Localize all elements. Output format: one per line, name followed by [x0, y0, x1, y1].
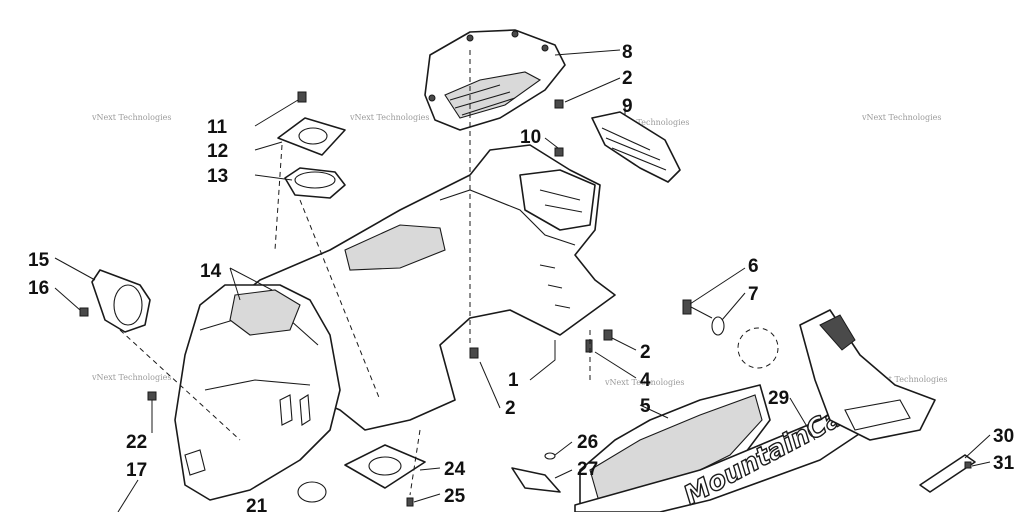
callout-6: 6 — [748, 256, 759, 277]
screw-10 — [554, 147, 564, 157]
right-fender — [799, 309, 936, 441]
part-14-side-panel — [174, 284, 341, 501]
part-6-bolt — [682, 299, 713, 319]
screw-22 — [147, 391, 157, 401]
part-31-screw — [964, 461, 972, 469]
watermark-5: vNext Technologies — [91, 373, 171, 382]
part-7-ghost — [737, 327, 779, 369]
alignment-lines — [119, 50, 591, 496]
watermark-3: vNext Technologies — [609, 118, 689, 127]
part-7-washer — [711, 316, 725, 336]
callout-5: 5 — [640, 396, 651, 417]
screw-2-center — [469, 347, 479, 359]
watermark-7: vNext Technologies — [604, 378, 684, 387]
callouts: 8 2 9 10 11 12 13 14 15 16 22 17 21 24 2… — [28, 42, 1015, 512]
leader-lines — [54, 49, 991, 512]
part-25-screw — [406, 497, 414, 507]
part-5-side-panel — [579, 384, 771, 512]
callout-29: 29 — [768, 388, 789, 409]
part-11-bolt — [297, 91, 307, 103]
part-13-boot — [284, 167, 346, 199]
part-27-bracket — [511, 467, 561, 493]
part-12-plate — [277, 117, 346, 156]
callout-8: 8 — [622, 42, 633, 63]
watermark-1: vNext Technologies — [91, 113, 171, 122]
part-9-vent-grille — [591, 111, 681, 183]
callout-16: 16 — [28, 278, 49, 299]
callout-9: 9 — [622, 96, 633, 117]
part-21-ring — [297, 481, 327, 503]
part-30-plate — [919, 454, 976, 493]
callout-2-top: 2 — [622, 68, 633, 89]
callout-12: 12 — [207, 141, 228, 162]
screw-2-right — [603, 329, 613, 341]
callout-10: 10 — [520, 127, 541, 148]
callout-14: 14 — [200, 261, 222, 282]
callout-27: 27 — [577, 459, 598, 480]
callout-30: 30 — [993, 426, 1014, 447]
watermark-8: vNext Technologies — [867, 375, 947, 384]
watermark-2: vNext Technologies — [349, 113, 429, 122]
callout-31: 31 — [993, 453, 1015, 474]
part-8-console-cover — [424, 29, 566, 131]
callout-13: 13 — [207, 166, 228, 187]
callout-1: 1 — [508, 370, 519, 391]
callout-26: 26 — [577, 432, 598, 453]
callout-17: 17 — [126, 460, 147, 481]
part-26-washer — [544, 452, 556, 460]
callout-25: 25 — [444, 486, 466, 507]
callout-11: 11 — [207, 117, 228, 138]
callout-2-center: 2 — [505, 398, 516, 419]
callout-2-right: 2 — [640, 342, 651, 363]
part-15-duct — [91, 269, 151, 333]
callout-15: 15 — [28, 250, 50, 271]
callout-24: 24 — [444, 459, 466, 480]
callout-22: 22 — [126, 432, 147, 453]
callout-4: 4 — [640, 370, 651, 391]
screw-2-top — [554, 99, 564, 109]
part-16-screw — [79, 307, 89, 317]
screw-4 — [585, 339, 593, 353]
callout-21: 21 — [246, 496, 268, 512]
watermark-4: vNext Technologies — [861, 113, 941, 122]
callout-7: 7 — [748, 284, 759, 305]
part-24-plate — [344, 444, 426, 489]
